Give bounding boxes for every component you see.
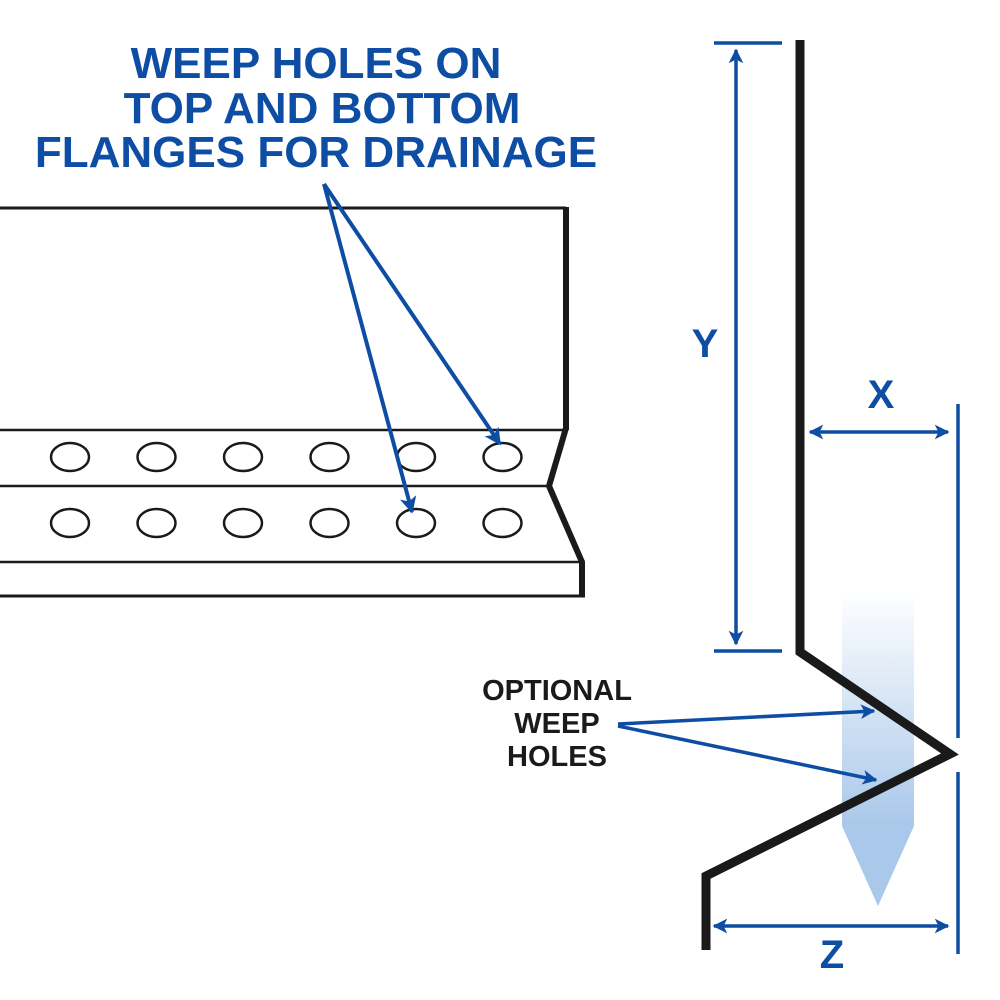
bottom-weep-hole [222,507,264,539]
bottom-weep-hole [136,507,177,539]
top-weep-hole [49,441,91,473]
bottom-weep-hole [482,507,523,539]
profile-line [701,40,959,950]
weep-holes [49,441,523,539]
arrow-to-upper-weep [617,704,876,726]
side-callout-line-2: WEEP [514,708,599,740]
bottom-weep-hole [395,507,437,539]
screed-profile [701,40,959,950]
bottom-weep-hole [309,507,350,539]
top-weep-hole [136,441,177,473]
bottom-weep-hole [49,507,91,539]
screed-perspective [0,206,585,598]
drainage-flow-arrow-head [842,826,914,906]
arrow-to-lower-weep [617,724,878,785]
side-callout-line-3: HOLES [507,741,607,773]
top-weep-hole [222,441,264,473]
callout-line-2: TOP AND BOTTOM [124,84,521,133]
side-callout-arrows [617,704,878,785]
top-weep-hole [309,441,350,473]
top-callout: WEEP HOLES ON TOP AND BOTTOM FLANGES FOR… [35,39,597,177]
callout-line-1: WEEP HOLES ON [131,39,502,88]
side-callout: OPTIONAL WEEP HOLES [482,675,632,773]
y-label: Y [692,322,719,366]
top-weep-hole [395,441,437,473]
profile-edge-line [545,427,585,596]
z-label: Z [820,933,844,977]
arrow-to-top-hole [322,182,502,446]
callout-line-3: FLANGES FOR DRAINAGE [35,128,597,177]
arrow-to-bottom-hole [322,183,417,514]
dimension-z [712,772,960,954]
top-weep-hole [482,441,523,473]
dimension-x [808,404,960,738]
side-callout-line-1: OPTIONAL [482,675,632,707]
dimension-y [714,41,782,653]
x-label: X [868,373,895,417]
callout-arrows [322,182,502,514]
